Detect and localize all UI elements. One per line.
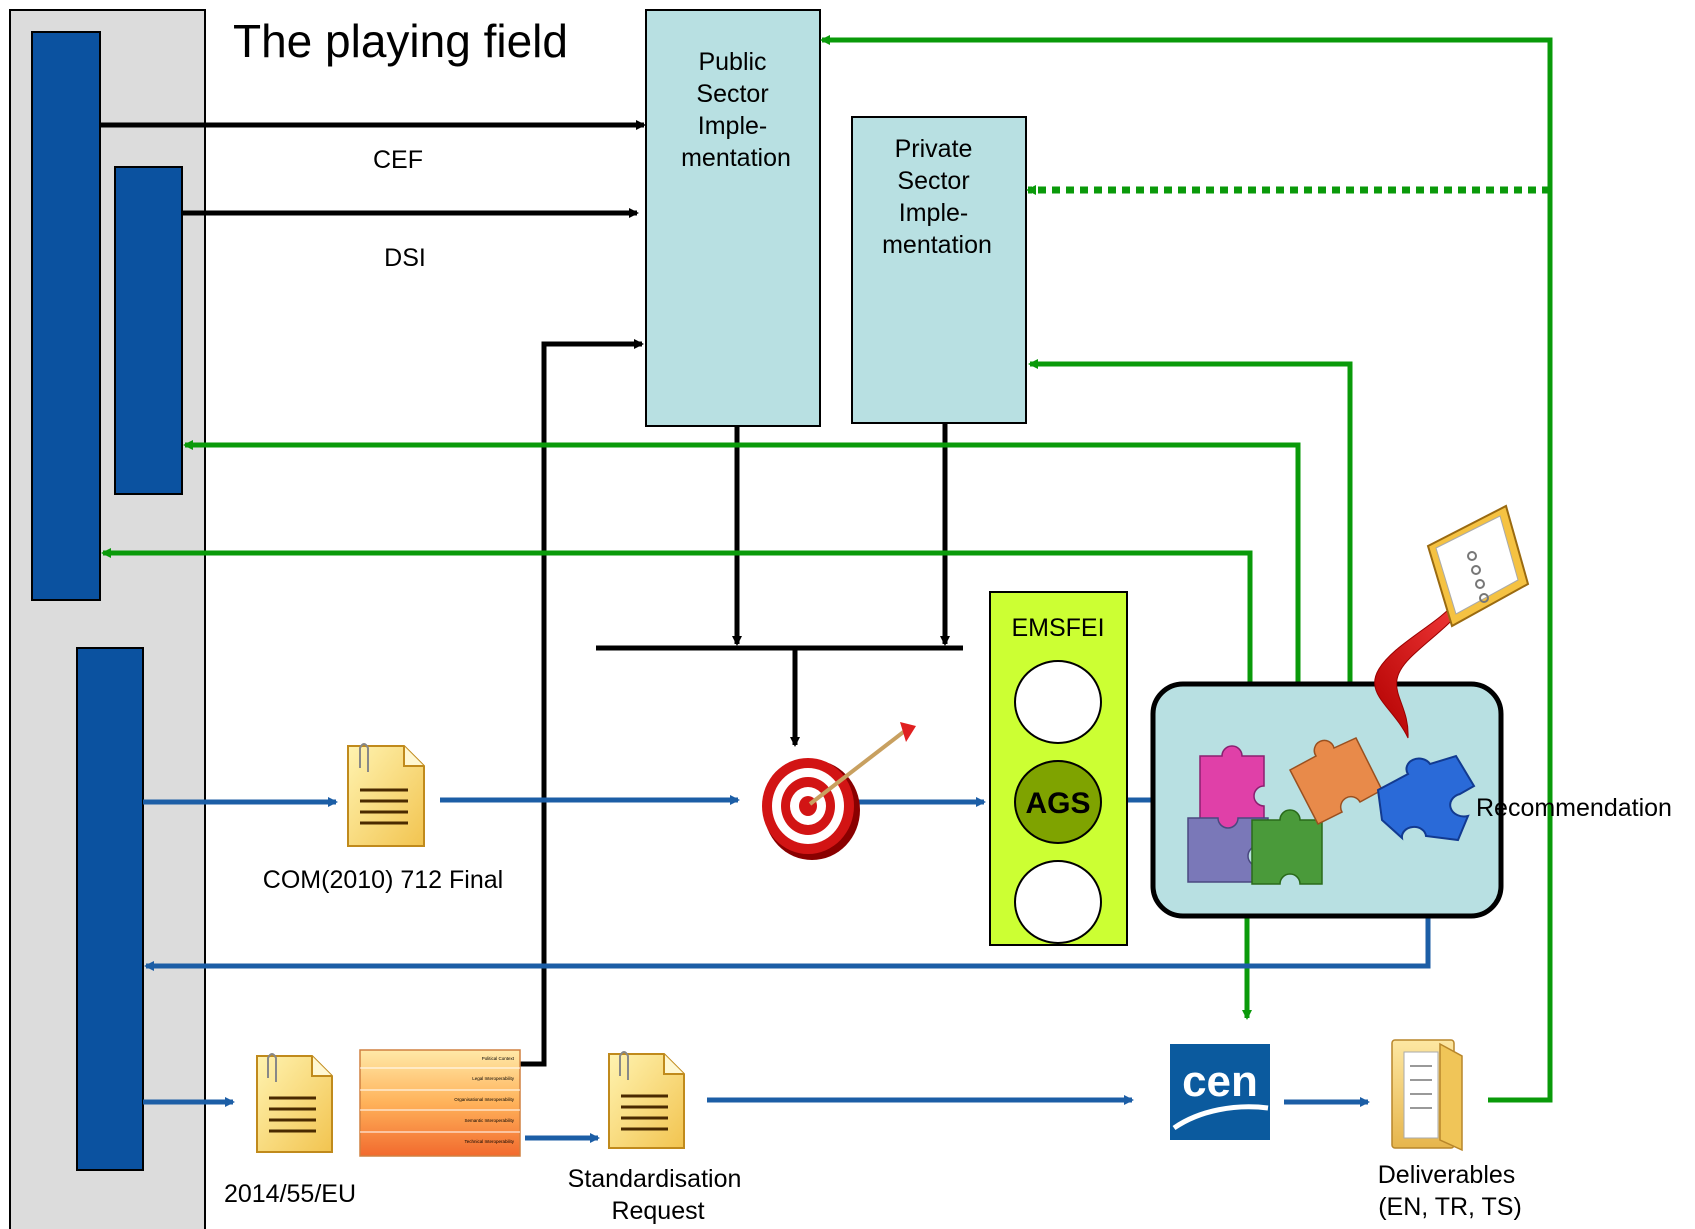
diagram-title: The playing field — [233, 15, 568, 67]
com-document-icon — [347, 743, 425, 847]
institution-bar-3 — [76, 647, 144, 1171]
dsi-label: DSI — [384, 244, 426, 272]
emsfei-title: EMSFEI — [1011, 614, 1104, 642]
directive-label: 2014/55/EU — [224, 1180, 356, 1208]
emsfei-light-top — [1014, 660, 1102, 744]
ags-label: AGS — [1025, 787, 1090, 820]
standardisation-request-label: Standardisation Request — [568, 1165, 749, 1225]
public-sector-label: Public Sector Imple- mentation — [681, 48, 791, 172]
eif-layer-5: Technical Interoperability — [464, 1139, 514, 1144]
deliverables-to-public-arrow — [820, 35, 1553, 1103]
blue-puzzle-icon — [1376, 754, 1476, 842]
com-label: COM(2010) 712 Final — [263, 866, 503, 894]
cen-logo: cen — [1170, 1044, 1270, 1140]
target-icon — [762, 722, 916, 860]
private-sector-box — [851, 116, 1027, 424]
eif-layers-graphic: Political Context Legal Interoperability… — [359, 1049, 521, 1157]
public-sector-box — [645, 9, 821, 427]
puzzle-to-bar1-arrow — [101, 548, 1253, 716]
standardisation-request-icon — [608, 1051, 685, 1149]
deliverables-label: Deliverables (EN, TR, TS) — [1378, 1161, 1523, 1221]
eif-layer-2: Legal Interoperability — [472, 1076, 515, 1081]
eif-layer-1: Political Context — [482, 1056, 515, 1061]
emsfei-light-ags — [1014, 760, 1102, 844]
puzzle-to-bar2-arrow — [183, 440, 1301, 716]
institution-bar-2 — [114, 166, 183, 495]
deliverables-folder-icon — [1391, 1039, 1463, 1152]
private-sector-label: Private Sector Imple- mentation — [882, 135, 992, 259]
cen-logo-text: cen — [1182, 1057, 1258, 1106]
cef-label: CEF — [373, 146, 423, 174]
puzzle-pieces-icon — [1187, 737, 1383, 885]
puzzle-to-private-arrow — [1028, 359, 1353, 716]
recommendation-label: Recommendation — [1476, 794, 1672, 822]
eif-layer-4: Semantic Interoperability — [464, 1118, 514, 1123]
directive-to-public-arrow — [520, 339, 644, 1067]
emsfei-light-bottom — [1014, 860, 1102, 944]
directive-document-icon — [256, 1053, 333, 1153]
eif-layer-3: Organisational Interoperability — [454, 1097, 515, 1102]
binder-icon — [1426, 504, 1530, 628]
institution-bar-1 — [31, 31, 101, 601]
